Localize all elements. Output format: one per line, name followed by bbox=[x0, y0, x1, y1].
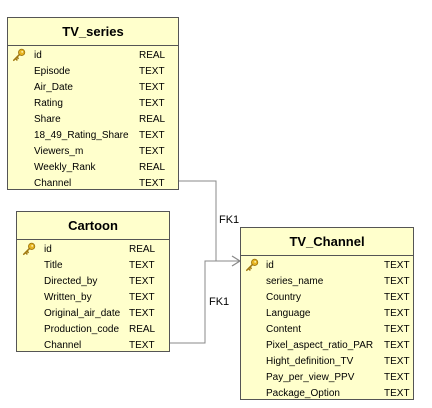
column-row: id TEXT bbox=[241, 258, 413, 274]
column-type: TEXT bbox=[384, 308, 410, 319]
column-row: Package_Option TEXT bbox=[241, 386, 413, 402]
column-name: Channel bbox=[34, 178, 72, 189]
column-type: TEXT bbox=[384, 260, 410, 271]
column-name: Hight_definition_TV bbox=[266, 356, 354, 367]
column-row: Language TEXT bbox=[241, 306, 413, 322]
column-row: Written_by TEXT bbox=[17, 290, 169, 306]
table-columns: id TEXT series_name TEXT Country TEXT La… bbox=[241, 256, 413, 402]
column-type: TEXT bbox=[129, 292, 155, 303]
column-name: id bbox=[266, 260, 274, 271]
column-type: TEXT bbox=[139, 82, 165, 93]
column-row: Viewers_m TEXT bbox=[8, 144, 178, 160]
column-row: Episode TEXT bbox=[8, 64, 178, 80]
column-type: TEXT bbox=[384, 340, 410, 351]
column-row: Share REAL bbox=[8, 112, 178, 128]
column-name: Viewers_m bbox=[34, 146, 84, 157]
column-name: Package_Option bbox=[266, 388, 340, 399]
column-type: REAL bbox=[139, 114, 166, 125]
column-row: Directed_by TEXT bbox=[17, 274, 169, 290]
table-title: Cartoon bbox=[17, 212, 169, 240]
column-type: TEXT bbox=[129, 260, 155, 271]
column-type: TEXT bbox=[384, 324, 410, 335]
column-type: TEXT bbox=[384, 372, 410, 383]
column-name: Channel bbox=[44, 340, 82, 351]
column-type: TEXT bbox=[139, 130, 165, 141]
key-icon bbox=[12, 48, 26, 62]
column-type: TEXT bbox=[139, 66, 165, 77]
column-row: 18_49_Rating_Share TEXT bbox=[8, 128, 178, 144]
table-columns: id REAL Title TEXT Directed_by TEXT Writ… bbox=[17, 240, 169, 354]
key-icon bbox=[245, 258, 259, 272]
fk-label-cartoon: FK1 bbox=[209, 296, 230, 308]
column-row: Rating TEXT bbox=[8, 96, 178, 112]
column-row: Original_air_date TEXT bbox=[17, 306, 169, 322]
column-name: Production_code bbox=[44, 324, 120, 335]
column-name: Title bbox=[44, 260, 63, 271]
column-name: 18_49_Rating_Share bbox=[34, 130, 129, 141]
column-row: Pixel_aspect_ratio_PAR TEXT bbox=[241, 338, 413, 354]
column-type: TEXT bbox=[384, 356, 410, 367]
column-row: Pay_per_view_PPV TEXT bbox=[241, 370, 413, 386]
column-name: Share bbox=[34, 114, 61, 125]
column-name: Country bbox=[266, 292, 302, 303]
column-name: series_name bbox=[266, 276, 324, 287]
column-type: TEXT bbox=[129, 340, 155, 351]
column-name: Language bbox=[266, 308, 311, 319]
column-row: id REAL bbox=[17, 242, 169, 258]
column-name: Rating bbox=[34, 98, 63, 109]
column-name: Pixel_aspect_ratio_PAR bbox=[266, 340, 374, 351]
column-name: Episode bbox=[34, 66, 71, 77]
column-row: Content TEXT bbox=[241, 322, 413, 338]
table-tv-series[interactable]: TV_series id REAL Episode TEXT Air_Date … bbox=[7, 17, 179, 190]
connector-cartoon-channel bbox=[170, 260, 240, 344]
column-row: Air_Date TEXT bbox=[8, 80, 178, 96]
table-columns: id REAL Episode TEXT Air_Date TEXT Ratin… bbox=[8, 46, 178, 192]
column-row: Channel TEXT bbox=[8, 176, 178, 192]
column-type: REAL bbox=[139, 50, 166, 61]
column-type: REAL bbox=[139, 162, 166, 173]
column-name: Content bbox=[266, 324, 302, 335]
table-title: TV_series bbox=[8, 18, 178, 46]
table-tv-channel[interactable]: TV_Channel id TEXT series_name TEXT Coun… bbox=[240, 227, 414, 400]
column-type: TEXT bbox=[384, 276, 410, 287]
column-row: Title TEXT bbox=[17, 258, 169, 274]
fk-label-tv-series: FK1 bbox=[219, 214, 240, 226]
column-row: Production_code REAL bbox=[17, 322, 169, 338]
column-name: id bbox=[34, 50, 42, 61]
column-type: TEXT bbox=[139, 178, 165, 189]
column-type: TEXT bbox=[129, 276, 155, 287]
column-name: Pay_per_view_PPV bbox=[266, 372, 355, 383]
column-name: Original_air_date bbox=[44, 308, 121, 319]
column-type: REAL bbox=[129, 244, 156, 255]
column-type: TEXT bbox=[384, 388, 410, 399]
column-name: Air_Date bbox=[34, 82, 73, 93]
column-row: Weekly_Rank REAL bbox=[8, 160, 178, 176]
column-row: Channel TEXT bbox=[17, 338, 169, 354]
column-name: id bbox=[44, 244, 52, 255]
column-type: TEXT bbox=[384, 292, 410, 303]
column-type: TEXT bbox=[139, 146, 165, 157]
column-type: REAL bbox=[129, 324, 156, 335]
column-type: TEXT bbox=[129, 308, 155, 319]
column-row: Hight_definition_TV TEXT bbox=[241, 354, 413, 370]
column-name: Written_by bbox=[44, 292, 92, 303]
column-type: TEXT bbox=[139, 98, 165, 109]
column-row: series_name TEXT bbox=[241, 274, 413, 290]
column-name: Weekly_Rank bbox=[34, 162, 96, 173]
column-name: Directed_by bbox=[44, 276, 98, 287]
column-row: id REAL bbox=[8, 48, 178, 64]
table-title: TV_Channel bbox=[241, 228, 413, 256]
column-row: Country TEXT bbox=[241, 290, 413, 306]
table-cartoon[interactable]: Cartoon id REAL Title TEXT Directed_by T… bbox=[16, 211, 170, 352]
key-icon bbox=[22, 242, 36, 256]
